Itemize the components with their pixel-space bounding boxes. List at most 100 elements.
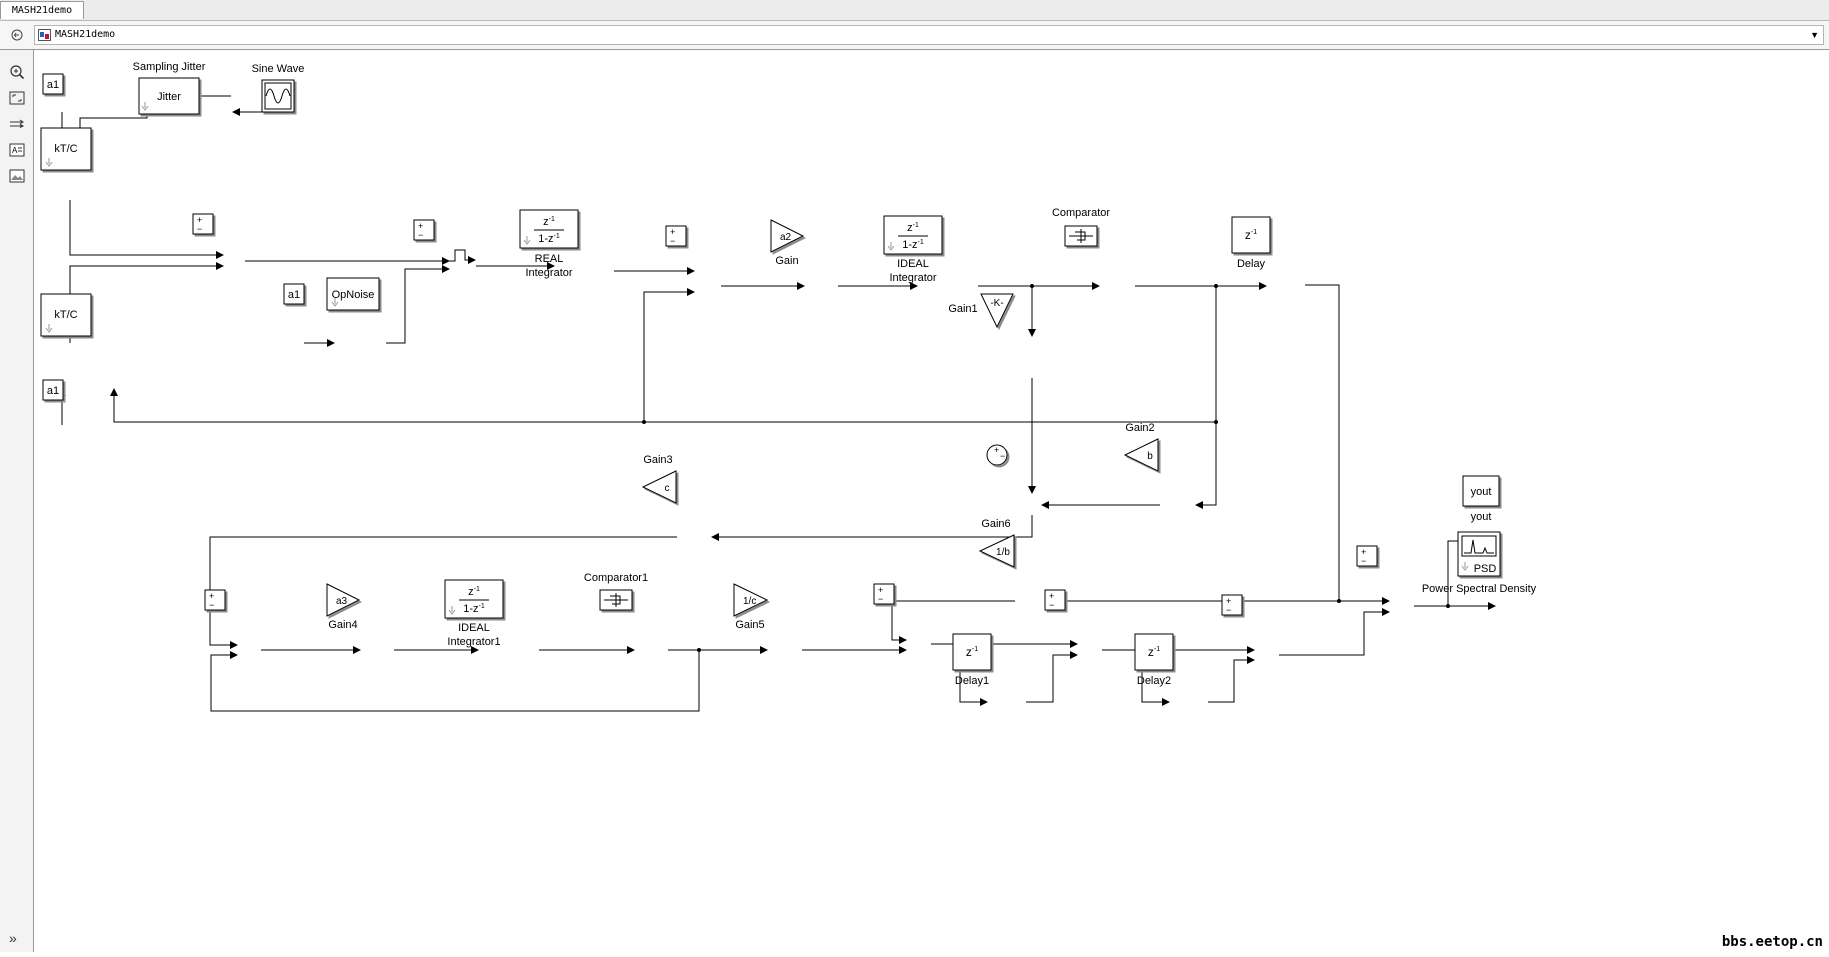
real-integrator-label1: REAL xyxy=(535,253,564,265)
svg-text:z-1: z-1 xyxy=(907,222,919,234)
yout-block[interactable]: yout yout xyxy=(1462,475,1500,523)
gain3-label: Gain3 xyxy=(643,454,672,466)
delay2-block[interactable]: z-1 Delay2 xyxy=(1134,633,1174,687)
gain1-block[interactable]: -K- Gain1 xyxy=(948,293,1014,329)
gain6-block[interactable]: 1/b Gain6 xyxy=(978,518,1015,568)
svg-text:z-1: z-1 xyxy=(966,645,978,659)
const-a1-top-label: a1 xyxy=(47,79,59,91)
comparator-block[interactable]: Comparator xyxy=(1052,207,1110,247)
gain5-value: 1/c xyxy=(743,596,756,607)
delay1-block[interactable]: z-1 Delay1 xyxy=(952,633,992,687)
gain2-label: Gain2 xyxy=(1125,422,1154,434)
sum-circle-minus: − xyxy=(1000,451,1005,461)
sum-block-5[interactable]: + − xyxy=(873,583,895,605)
sum8-minus: − xyxy=(1361,556,1366,566)
image-icon xyxy=(9,169,25,183)
sum-block-2[interactable]: + − xyxy=(413,219,435,241)
comparator1-block[interactable]: Comparator1 xyxy=(584,572,648,611)
sum-block-4[interactable]: + − xyxy=(204,589,226,611)
sum2-plus: + xyxy=(418,221,423,231)
sum6-minus: − xyxy=(1049,600,1054,610)
sum-block-7[interactable]: + − xyxy=(1221,594,1243,616)
const-block-a1-middle[interactable]: a1 xyxy=(283,283,305,305)
comparator-label: Comparator xyxy=(1052,207,1110,219)
tab-bar: MASH21demo xyxy=(0,0,1829,21)
ideal-integrator1-label1: IDEAL xyxy=(458,622,490,634)
ktc-block-1[interactable]: kT/C xyxy=(40,127,92,171)
ideal-integrator1-label2: Integrator1 xyxy=(447,636,500,648)
gain-block-a2[interactable]: a2 Gain xyxy=(770,219,805,267)
arrows-button[interactable] xyxy=(8,115,26,133)
const-block-a1-top[interactable]: a1 xyxy=(42,73,64,95)
breadcrumb-item-model[interactable]: MASH21demo xyxy=(55,29,116,40)
tab-model[interactable]: MASH21demo xyxy=(0,1,84,19)
sum1-minus: − xyxy=(197,224,202,234)
sum5-plus: + xyxy=(878,585,883,595)
sum-circle-plus: + xyxy=(994,445,999,455)
sum-block-1[interactable]: + − xyxy=(192,213,214,235)
address-bar: MASH21demo ▼ xyxy=(0,21,1829,50)
yout-value: yout xyxy=(1471,486,1492,498)
sine-wave-title: Sine Wave xyxy=(252,63,305,75)
ideal-integrator-block[interactable]: z-1 1-z-1 IDEAL Integrator xyxy=(883,215,943,284)
const-block-a1-bottom[interactable]: a1 xyxy=(42,379,64,401)
back-button[interactable] xyxy=(8,26,26,44)
ideal-integrator-label2: Integrator xyxy=(889,272,936,284)
sum-block-6[interactable]: + − xyxy=(1044,589,1066,611)
fit-view-button[interactable] xyxy=(8,89,26,107)
chevron-down-icon[interactable]: ▼ xyxy=(1810,30,1819,40)
spectrum-icon xyxy=(1464,539,1494,554)
image-button[interactable] xyxy=(8,167,26,185)
ideal-integrator-label1: IDEAL xyxy=(897,258,929,270)
ktc1-label: kT/C xyxy=(54,143,77,155)
annotation-button[interactable]: A xyxy=(8,141,26,159)
gain-label: Gain xyxy=(775,255,798,267)
sine-wave-block[interactable]: Sine Wave xyxy=(252,63,305,113)
gain2-value: b xyxy=(1147,451,1153,462)
gain3-block[interactable]: c Gain3 xyxy=(641,454,677,504)
arrows-icon xyxy=(10,119,25,128)
jitter-block[interactable]: Sampling Jitter Jitter xyxy=(133,61,206,115)
sum-block-8[interactable]: + − xyxy=(1356,545,1378,567)
breadcrumb[interactable]: MASH21demo ▼ xyxy=(34,25,1824,45)
jitter-label: Jitter xyxy=(157,91,181,103)
ktc2-label: kT/C xyxy=(54,309,77,321)
zoom-icon xyxy=(10,65,25,80)
psd-value: PSD xyxy=(1474,563,1497,575)
watermark: bbs.eetop.cn xyxy=(1721,934,1823,950)
left-toolbar: A » xyxy=(0,50,34,952)
model-icon xyxy=(38,29,51,41)
zoom-button[interactable] xyxy=(8,63,26,81)
annotation-icon: A xyxy=(9,143,25,157)
gain4-label: Gain4 xyxy=(328,619,357,631)
sum3-plus: + xyxy=(670,227,675,237)
psd-block[interactable]: PSD Power Spectral Density xyxy=(1422,531,1537,595)
model-canvas[interactable]: a1 Sampling Jitter Jitter Sine Wave kT/C… xyxy=(35,50,1829,952)
sum-circle-block[interactable]: + − xyxy=(986,444,1008,466)
gain4-block[interactable]: a3 Gain4 xyxy=(326,583,361,631)
real-integrator-label2: Integrator xyxy=(525,267,572,279)
relay1-icon xyxy=(604,593,628,607)
sum8-plus: + xyxy=(1361,547,1366,557)
gain3-value: c xyxy=(665,483,670,494)
ktc-block-2[interactable]: kT/C xyxy=(40,293,92,337)
psd-label: Power Spectral Density xyxy=(1422,583,1537,595)
sum7-plus: + xyxy=(1226,596,1231,606)
expand-toolbar-button[interactable]: » xyxy=(9,930,17,946)
sum-block-3[interactable]: + − xyxy=(665,225,687,247)
real-integrator-block[interactable]: z-1 1-z-1 REAL Integrator xyxy=(519,209,579,279)
delay-block[interactable]: z-1 Delay xyxy=(1231,216,1271,270)
block-diagram: a1 Sampling Jitter Jitter Sine Wave kT/C… xyxy=(40,61,1537,712)
gain2-block[interactable]: b Gain2 xyxy=(1123,422,1159,472)
sum4-minus: − xyxy=(209,600,214,610)
opnoise-label: OpNoise xyxy=(332,289,375,301)
sum3-minus: − xyxy=(670,236,675,246)
back-arrow-icon xyxy=(11,29,23,41)
jitter-title: Sampling Jitter xyxy=(133,61,206,73)
opnoise-block[interactable]: OpNoise xyxy=(326,277,380,311)
ideal-integrator1-block[interactable]: z-1 1-z-1 IDEAL Integrator1 xyxy=(444,579,504,648)
gain5-block[interactable]: 1/c Gain5 xyxy=(733,583,769,631)
svg-text:1-z-1: 1-z-1 xyxy=(463,603,485,615)
svg-text:z-1: z-1 xyxy=(543,216,555,228)
gain5-label: Gain5 xyxy=(735,619,764,631)
